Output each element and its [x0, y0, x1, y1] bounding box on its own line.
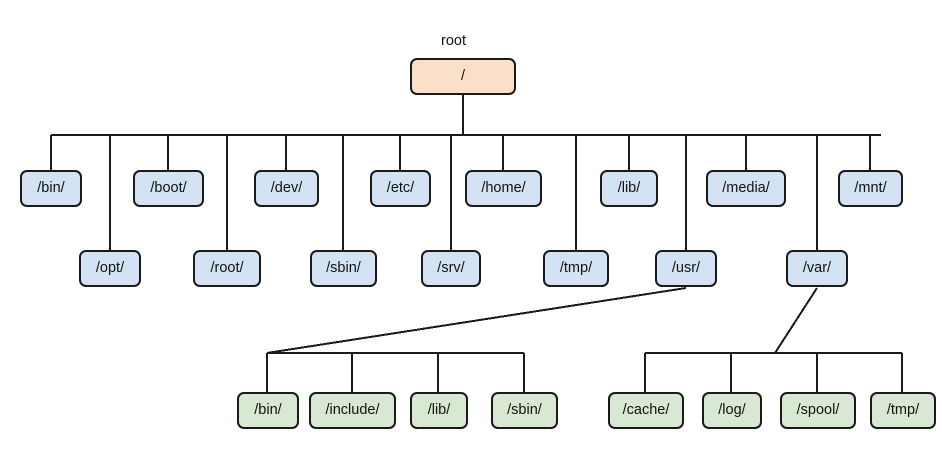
- dir-node-etc[interactable]: /etc/: [370, 170, 431, 207]
- node-label: /log/: [718, 402, 746, 419]
- node-label: /spool/: [796, 402, 840, 419]
- dir-node-opt[interactable]: /opt/: [79, 250, 141, 287]
- node-label: /sbin/: [326, 260, 361, 277]
- node-label: /bin/: [254, 402, 282, 419]
- dir-node-var[interactable]: /var/: [786, 250, 848, 287]
- subdir-node-var-spool[interactable]: /spool/: [780, 392, 856, 429]
- node-label: /opt/: [95, 260, 125, 277]
- subdir-node-var-tmp[interactable]: /tmp/: [870, 392, 936, 429]
- subdir-node-usr-bin[interactable]: /bin/: [237, 392, 299, 429]
- usr-children-diagonal: [266, 287, 687, 354]
- node-label: /dev/: [270, 180, 303, 197]
- dir-node-mnt[interactable]: /mnt/: [838, 170, 903, 207]
- node-label: /root/: [210, 260, 244, 277]
- dir-node-root[interactable]: /root/: [193, 250, 261, 287]
- subdir-node-usr-lib[interactable]: /lib/: [410, 392, 468, 429]
- node-label: /: [460, 68, 466, 85]
- node-label: /tmp/: [886, 402, 920, 419]
- node-label: /etc/: [386, 180, 415, 197]
- dir-node-sbin[interactable]: /sbin/: [310, 250, 377, 287]
- dir-node-boot[interactable]: /boot/: [133, 170, 204, 207]
- node-label: /home/: [481, 180, 526, 197]
- node-label: /media/: [722, 180, 770, 197]
- node-label: /boot/: [150, 180, 187, 197]
- var-children-diagonal: [774, 287, 818, 354]
- node-label: /include/: [325, 402, 380, 419]
- dir-node-tmp[interactable]: /tmp/: [543, 250, 609, 287]
- root-caption: root: [441, 33, 466, 49]
- dir-node-lib[interactable]: /lib/: [600, 170, 658, 207]
- node-label: /usr/: [671, 260, 701, 277]
- dir-node-bin[interactable]: /bin/: [20, 170, 82, 207]
- root-node-[interactable]: /: [410, 58, 516, 95]
- subdir-node-var-cache[interactable]: /cache/: [608, 392, 684, 429]
- dir-node-usr[interactable]: /usr/: [655, 250, 717, 287]
- dir-node-media[interactable]: /media/: [706, 170, 786, 207]
- node-label: /srv/: [437, 260, 465, 277]
- subdir-node-usr-include[interactable]: /include/: [309, 392, 396, 429]
- node-label: /lib/: [617, 180, 641, 197]
- node-label: /bin/: [37, 180, 65, 197]
- node-label: /sbin/: [507, 402, 542, 419]
- dir-node-home[interactable]: /home/: [465, 170, 542, 207]
- subdir-node-var-log[interactable]: /log/: [702, 392, 762, 429]
- node-label: /var/: [802, 260, 832, 277]
- node-label: /lib/: [427, 402, 451, 419]
- subdir-node-usr-sbin[interactable]: /sbin/: [491, 392, 558, 429]
- dir-node-dev[interactable]: /dev/: [254, 170, 319, 207]
- node-label: /tmp/: [559, 260, 593, 277]
- node-label: /cache/: [622, 402, 670, 419]
- node-label: /mnt/: [854, 180, 887, 197]
- dir-node-srv[interactable]: /srv/: [421, 250, 481, 287]
